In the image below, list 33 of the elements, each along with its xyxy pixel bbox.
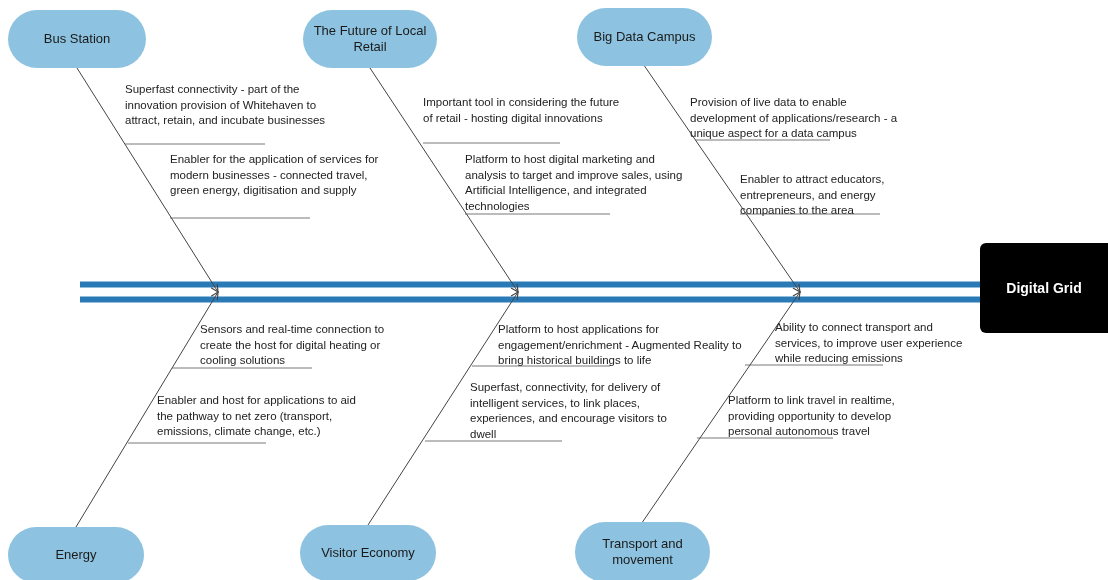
head-box — [980, 243, 1108, 333]
spine-line — [80, 281, 980, 303]
category-pill — [300, 525, 436, 580]
bone-arrow — [367, 291, 519, 526]
cause-note: Provision of live data to enable development of applications/research - a unique aspect for a data campus — [690, 95, 899, 141]
node-label: Big Data Campus — [593, 29, 696, 45]
cause-note: Platform to host digital marketing and analysis to target and improve sales, using Artificial Intelligence, and integrated technologies — [465, 152, 684, 214]
bone-arrow — [75, 291, 219, 528]
bone-arrow — [644, 65, 801, 293]
node-label: The Future of Local Retail — [313, 23, 427, 55]
node-label: Digital Grid — [1006, 280, 1082, 296]
node-label: Transport and movement — [601, 536, 684, 568]
category-pill — [577, 8, 712, 66]
bone-arrow — [76, 67, 219, 293]
category-pill — [575, 522, 710, 580]
category-pill — [303, 10, 437, 68]
bone-arrow — [642, 291, 801, 523]
cause-note: Platform to host applications for engagement/enrichment - Augmented Reality to bring historical buildings to life — [498, 322, 743, 368]
category-pill — [8, 10, 146, 68]
cause-note: Sensors and real-time connection to create the host for digital heating or cooling solutions — [200, 322, 386, 368]
node-label: Energy — [55, 547, 97, 563]
node-label: Visitor Economy — [321, 545, 415, 561]
cause-note: Ability to connect transport and services, to improve user experience while reducing emissions — [775, 320, 964, 366]
cause-note: Enabler to attract educators, entrepreneurs, and energy companies to the area — [740, 172, 886, 218]
cause-note: Enabler for the application of services for modern businesses - connected travel, green energy, digitisation and supply — [170, 152, 380, 198]
cause-note: Important tool in considering the future of retail - hosting digital innovations — [423, 95, 621, 126]
cause-note: Superfast connectivity - part of the innovation provision of Whitehaven to attract, retain, and incubate businesses — [125, 82, 327, 128]
cause-note: Superfast, connectivity, for delivery of intelligent services, to link places, experiences, and encourage visitors to dwell — [470, 380, 668, 442]
node-label: Bus Station — [43, 31, 111, 47]
bone-arrow — [369, 67, 519, 293]
cause-note: Platform to link travel in realtime, providing opportunity to develop personal autonomous travel — [728, 393, 896, 439]
cause-note: Enabler and host for applications to aid the pathway to net zero (transport, emissions, climate change, etc.) — [157, 393, 357, 439]
category-pill — [8, 527, 144, 580]
